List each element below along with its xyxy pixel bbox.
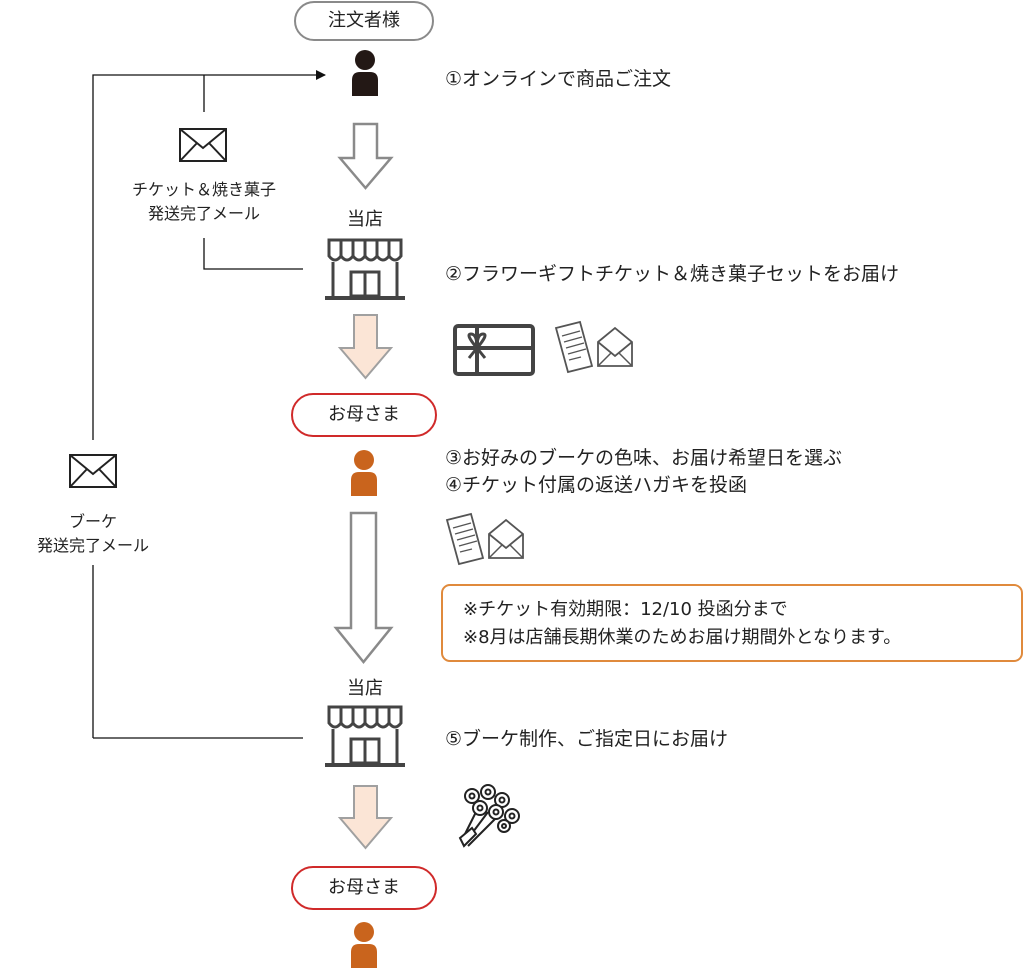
flow-arrow-3 xyxy=(333,511,394,664)
step-1-text: ①オンラインで商品ご注文 xyxy=(445,68,672,90)
store-icon xyxy=(323,238,407,300)
store-icon xyxy=(323,705,407,767)
mail-label-line: 発送完了メール xyxy=(147,204,260,223)
notice-line: ※8月は店舗長期休業のためお届け期間外となります。 xyxy=(463,627,902,648)
customer-node: 注文者様 xyxy=(294,1,434,41)
gift-ticket-icon xyxy=(453,324,535,376)
mail-label-bouquet: ブーケ 発送完了メール xyxy=(0,510,186,558)
notice-box: ※チケット有効期限：12/10 投函分まで ※8月は店舗長期休業のためお届け期間… xyxy=(441,584,1023,662)
step-4-text: ④チケット付属の返送ハガキを投函 xyxy=(445,474,748,496)
person-icon xyxy=(351,922,377,968)
step-3-text: ③お好みのブーケの色味、お届け希望日を選ぶ xyxy=(445,447,843,469)
mail-feedback-lines xyxy=(92,70,326,739)
letter-icon xyxy=(446,513,524,565)
bouquet-icon xyxy=(458,784,520,848)
letter-icon xyxy=(555,321,633,373)
step-2-text: ②フラワーギフトチケット＆焼き菓子セットをお届け xyxy=(445,263,900,285)
envelope-icon xyxy=(179,128,227,162)
store-label: 当店 xyxy=(347,209,383,230)
flow-arrow-1 xyxy=(337,122,394,190)
notice-line: ※チケット有効期限：12/10 投函分まで xyxy=(463,599,788,620)
mail-label-line: ブーケ xyxy=(68,512,117,531)
mail-label-line: チケット＆焼き菓子 xyxy=(131,180,276,199)
mother-node: お母さま xyxy=(291,393,437,437)
store-label: 当店 xyxy=(347,678,383,699)
mail-label-ticket: チケット＆焼き菓子 発送完了メール xyxy=(104,178,304,226)
flow-arrow-2 xyxy=(337,314,394,380)
person-icon xyxy=(352,50,378,96)
person-icon xyxy=(351,450,377,496)
step-5-text: ⑤ブーケ制作、ご指定日にお届け xyxy=(445,728,729,750)
mail-label-line: 発送完了メール xyxy=(36,536,149,555)
envelope-icon xyxy=(69,454,117,488)
mother-node: お母さま xyxy=(291,866,437,910)
flow-arrow-4 xyxy=(337,785,394,850)
